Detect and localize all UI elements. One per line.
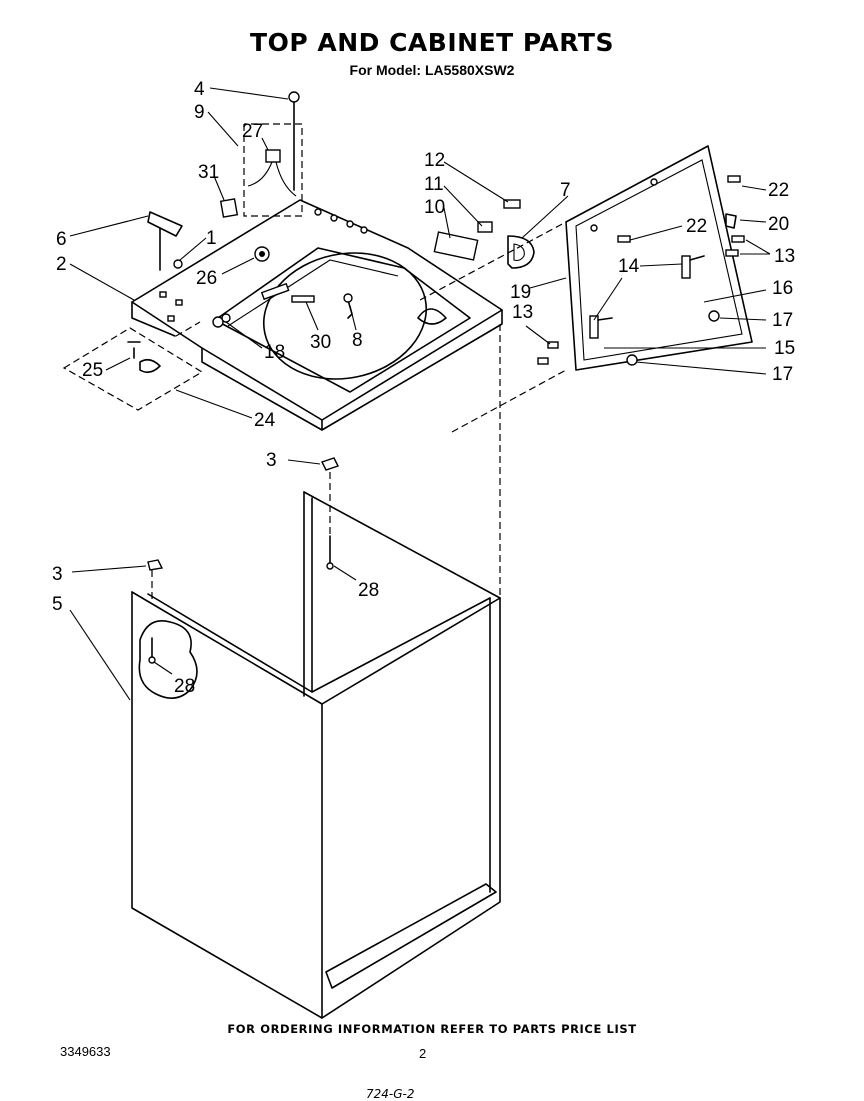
callout-label: 31	[198, 162, 219, 183]
small-parts	[127, 91, 745, 664]
callout-label: 6	[56, 229, 67, 250]
page-number: 2	[419, 1046, 427, 1061]
lid-assembly	[565, 145, 753, 371]
callout-label: 17	[772, 310, 793, 331]
callout-label: 28	[358, 580, 379, 601]
callout-labels: 4 9 27 31 6 1 2 26 25 24 18 30 8 12 11 1…	[52, 79, 795, 697]
cabinet-assembly	[131, 491, 501, 1019]
washer-top-assembly	[131, 199, 503, 431]
callout-label: 4	[194, 79, 205, 100]
callout-label: 16	[772, 278, 793, 299]
callout-label: 26	[196, 268, 217, 289]
handwritten-code: 724-G-2	[366, 1087, 415, 1101]
callout-label: 1	[206, 228, 217, 249]
ordering-note: FOR ORDERING INFORMATION REFER TO PARTS …	[227, 1022, 637, 1036]
callout-label: 9	[194, 102, 205, 123]
callout-label: 20	[768, 214, 789, 235]
callout-label: 8	[352, 330, 363, 351]
callout-label: 14	[618, 256, 640, 277]
callout-label: 27	[242, 121, 263, 142]
callout-label: 24	[254, 410, 276, 431]
callout-label: 10	[424, 197, 445, 218]
page-title: TOP AND CABINET PARTS	[250, 28, 614, 57]
callout-label: 12	[424, 150, 445, 171]
callout-label: 22	[768, 180, 789, 201]
callout-label: 13	[512, 302, 533, 323]
document-number: 3349633	[60, 1044, 111, 1059]
dashed-guides	[62, 123, 567, 600]
callout-label: 25	[82, 360, 103, 381]
leader-lines	[69, 87, 771, 701]
callout-label: 5	[52, 594, 63, 615]
callout-label: 3	[266, 450, 277, 471]
callout-label: 3	[52, 564, 63, 585]
callout-label: 7	[560, 180, 571, 201]
callout-label: 19	[510, 282, 531, 303]
callout-label: 17	[772, 364, 793, 385]
callout-label: 13	[774, 246, 795, 267]
callout-label: 30	[310, 332, 331, 353]
callout-label: 11	[424, 174, 444, 195]
callout-label: 18	[264, 342, 285, 363]
callout-label: 28	[174, 676, 195, 697]
callout-label: 2	[56, 254, 67, 275]
model-subtitle: For Model: LA5580XSW2	[349, 62, 515, 78]
callout-label: 22	[686, 216, 707, 237]
callout-label: 15	[774, 338, 795, 359]
